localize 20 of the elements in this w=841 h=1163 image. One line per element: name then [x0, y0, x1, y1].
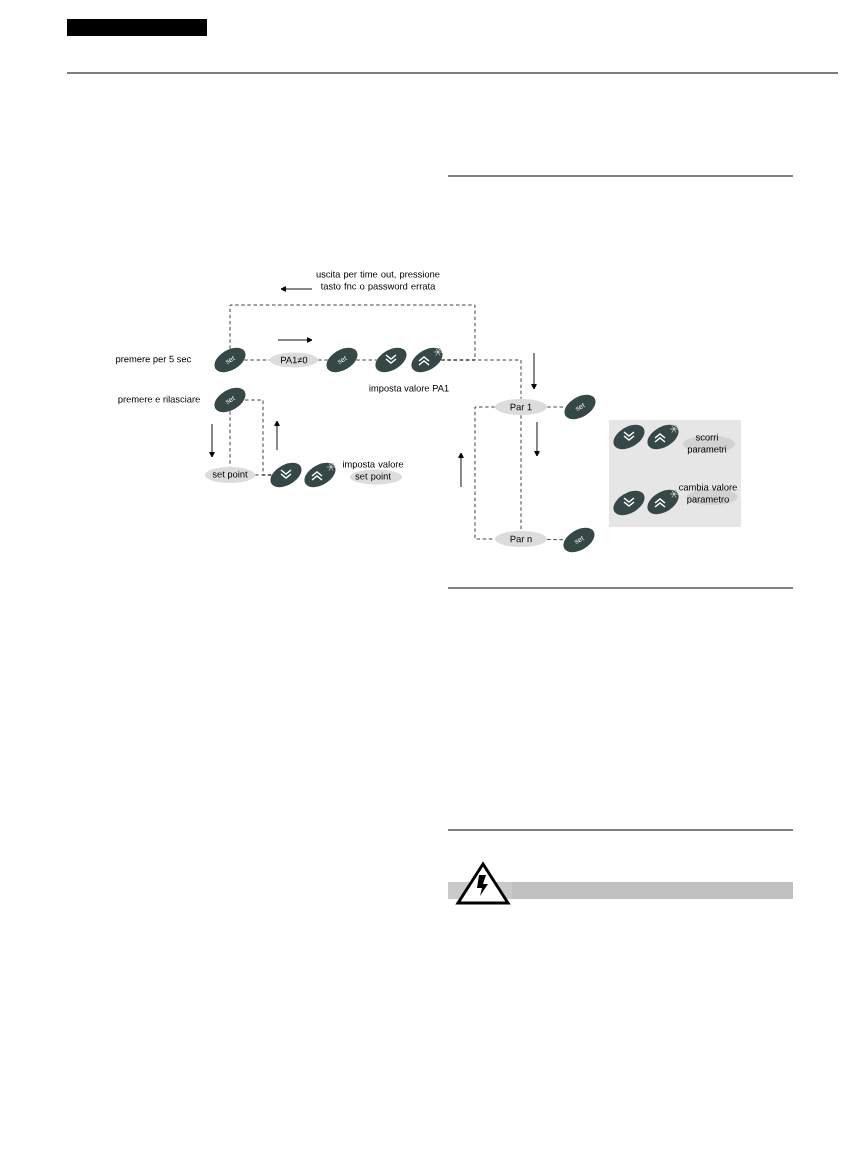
caption-text: imposta valore PA1 — [369, 384, 449, 394]
ellipse-label: Par 1 — [495, 399, 547, 415]
connector-line — [520, 414, 522, 532]
connector-line — [546, 539, 566, 541]
connector-line — [317, 359, 329, 361]
ellipse-label: set point — [205, 467, 255, 483]
instruction-text: premere e rilasciare — [118, 395, 200, 405]
ellipse-label: Par n — [495, 531, 547, 547]
ellipse-label: scorri parametri — [683, 433, 735, 455]
ellipse-label: imposta valore set point — [343, 460, 404, 485]
instruction-text: premere per 5 sec — [116, 355, 191, 365]
edge-label: uscita per time out, pressione tasto fnc o password errata — [312, 269, 444, 293]
connector-line — [243, 359, 271, 361]
ellipse-label: PA1≠0 — [270, 352, 318, 368]
connector-line — [243, 399, 273, 476]
connector-line — [474, 406, 496, 540]
connector-line — [355, 359, 378, 361]
ellipse-label: cambia valore parametro — [679, 483, 738, 505]
connector-line — [229, 304, 476, 361]
connector-line — [229, 410, 231, 468]
